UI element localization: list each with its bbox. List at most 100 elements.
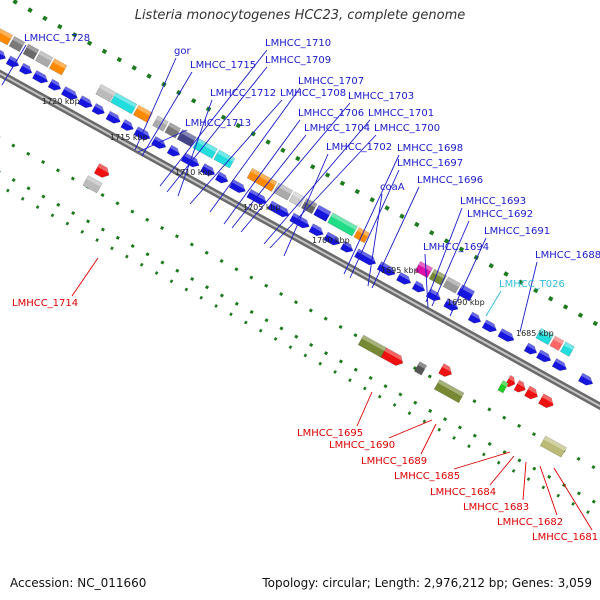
tick-mark <box>353 367 358 372</box>
tick-mark <box>533 287 539 294</box>
cds-forward-shine <box>326 231 343 243</box>
tick-mark <box>176 89 182 96</box>
tick-mark <box>279 326 284 331</box>
cds-forward-shape <box>180 152 200 168</box>
tick-mark <box>413 400 418 405</box>
gene-label: LMHCC_1702 <box>326 142 392 153</box>
feature-box-shine <box>553 336 564 345</box>
leader-line <box>189 99 283 205</box>
tick-mark <box>189 242 194 247</box>
gene-label: LMHCC_1682 <box>497 517 563 528</box>
cds-forward-shine <box>249 189 269 202</box>
tick-mark <box>502 415 507 420</box>
tick-mark <box>541 485 546 490</box>
tick-mark <box>443 238 450 244</box>
cds-forward-shape <box>481 319 497 333</box>
cds-forward-shape <box>228 179 246 194</box>
tick-mark <box>457 425 462 430</box>
gene-label: LMHCC_1708 <box>280 88 346 99</box>
cds-forward-shine <box>123 119 136 128</box>
tick-mark <box>422 419 427 424</box>
feature-box-shape <box>48 58 68 76</box>
cds-forward-shape <box>31 70 48 84</box>
tick-mark <box>279 291 284 297</box>
feature-reverse-shape <box>539 435 567 458</box>
tick-mark <box>41 160 46 165</box>
feature-box <box>213 149 236 169</box>
leader-line <box>223 119 301 225</box>
feature-box <box>192 137 218 159</box>
cds-forward-shape <box>60 86 78 100</box>
tick-mark <box>383 384 388 389</box>
feature-box-shine <box>156 115 169 126</box>
cds-forward-shape <box>214 171 229 184</box>
tick-mark <box>526 477 531 482</box>
leader-line <box>431 220 470 307</box>
tick-mark <box>338 359 343 364</box>
tick-mark <box>482 452 486 457</box>
tick-mark <box>199 295 204 300</box>
tick-mark <box>293 300 299 305</box>
cds-forward <box>497 328 517 342</box>
tick-mark <box>517 458 522 463</box>
feature-reverse-shape <box>357 334 387 358</box>
tick-mark <box>115 201 120 206</box>
cds-forward <box>18 62 35 75</box>
cds-forward-shape <box>77 95 93 109</box>
leader-line <box>453 451 511 470</box>
tick-mark <box>80 229 85 234</box>
cds-forward <box>467 311 483 324</box>
tick-mark <box>264 283 269 288</box>
feature-reverse <box>438 363 455 377</box>
leader-line <box>263 119 371 245</box>
cds-forward <box>339 240 356 253</box>
tick-mark <box>467 444 471 449</box>
feature-box <box>8 36 26 53</box>
tick-mark <box>502 450 507 455</box>
cds-forward <box>551 358 569 372</box>
cds-forward-shine <box>414 280 427 290</box>
cds-forward <box>577 372 595 386</box>
cds-forward <box>133 126 153 141</box>
feature-box <box>456 284 475 302</box>
cds-forward-shape <box>308 223 324 237</box>
tick-mark <box>591 499 596 504</box>
leader-line <box>356 391 373 427</box>
tick-mark <box>338 324 343 329</box>
cds-forward-shine <box>428 288 443 299</box>
tick-mark <box>586 510 590 515</box>
cds-forward <box>308 223 326 237</box>
tick-mark <box>369 197 375 203</box>
cds-forward-shape <box>47 78 62 91</box>
cds-forward-shine <box>539 349 553 360</box>
leader-line <box>449 237 487 317</box>
tick-mark <box>511 468 516 473</box>
cds-forward-shine <box>108 111 123 121</box>
feature-box <box>132 104 153 123</box>
gene-label: LMHCC_1691 <box>484 226 550 237</box>
feature-reverse-shine <box>543 435 567 451</box>
tick-mark <box>220 114 227 121</box>
map-title: Listeria monocytogenes HCC23, complete g… <box>134 8 466 23</box>
feature-reverse-shine <box>382 346 406 362</box>
cds-forward-shine <box>8 55 21 65</box>
feature-reverse <box>513 379 528 393</box>
feature-box-shine <box>196 138 218 153</box>
cds-forward-shine <box>484 319 499 330</box>
tick-mark <box>115 235 120 240</box>
tick-mark <box>100 227 105 232</box>
tick-mark <box>249 275 254 280</box>
kbp-tick-label: 1715 kbp <box>110 133 148 142</box>
feature-reverse-shape <box>82 175 103 194</box>
cds-forward <box>47 78 63 91</box>
cds-forward-shine <box>526 343 539 352</box>
cds-forward <box>353 248 378 266</box>
feature-box <box>0 28 13 46</box>
cds-forward-shape <box>199 163 216 177</box>
tick-mark <box>71 32 78 38</box>
tick-mark <box>592 320 599 327</box>
cds-forward-shine <box>169 145 182 154</box>
leader-line <box>343 154 400 275</box>
tick-mark <box>101 48 108 55</box>
